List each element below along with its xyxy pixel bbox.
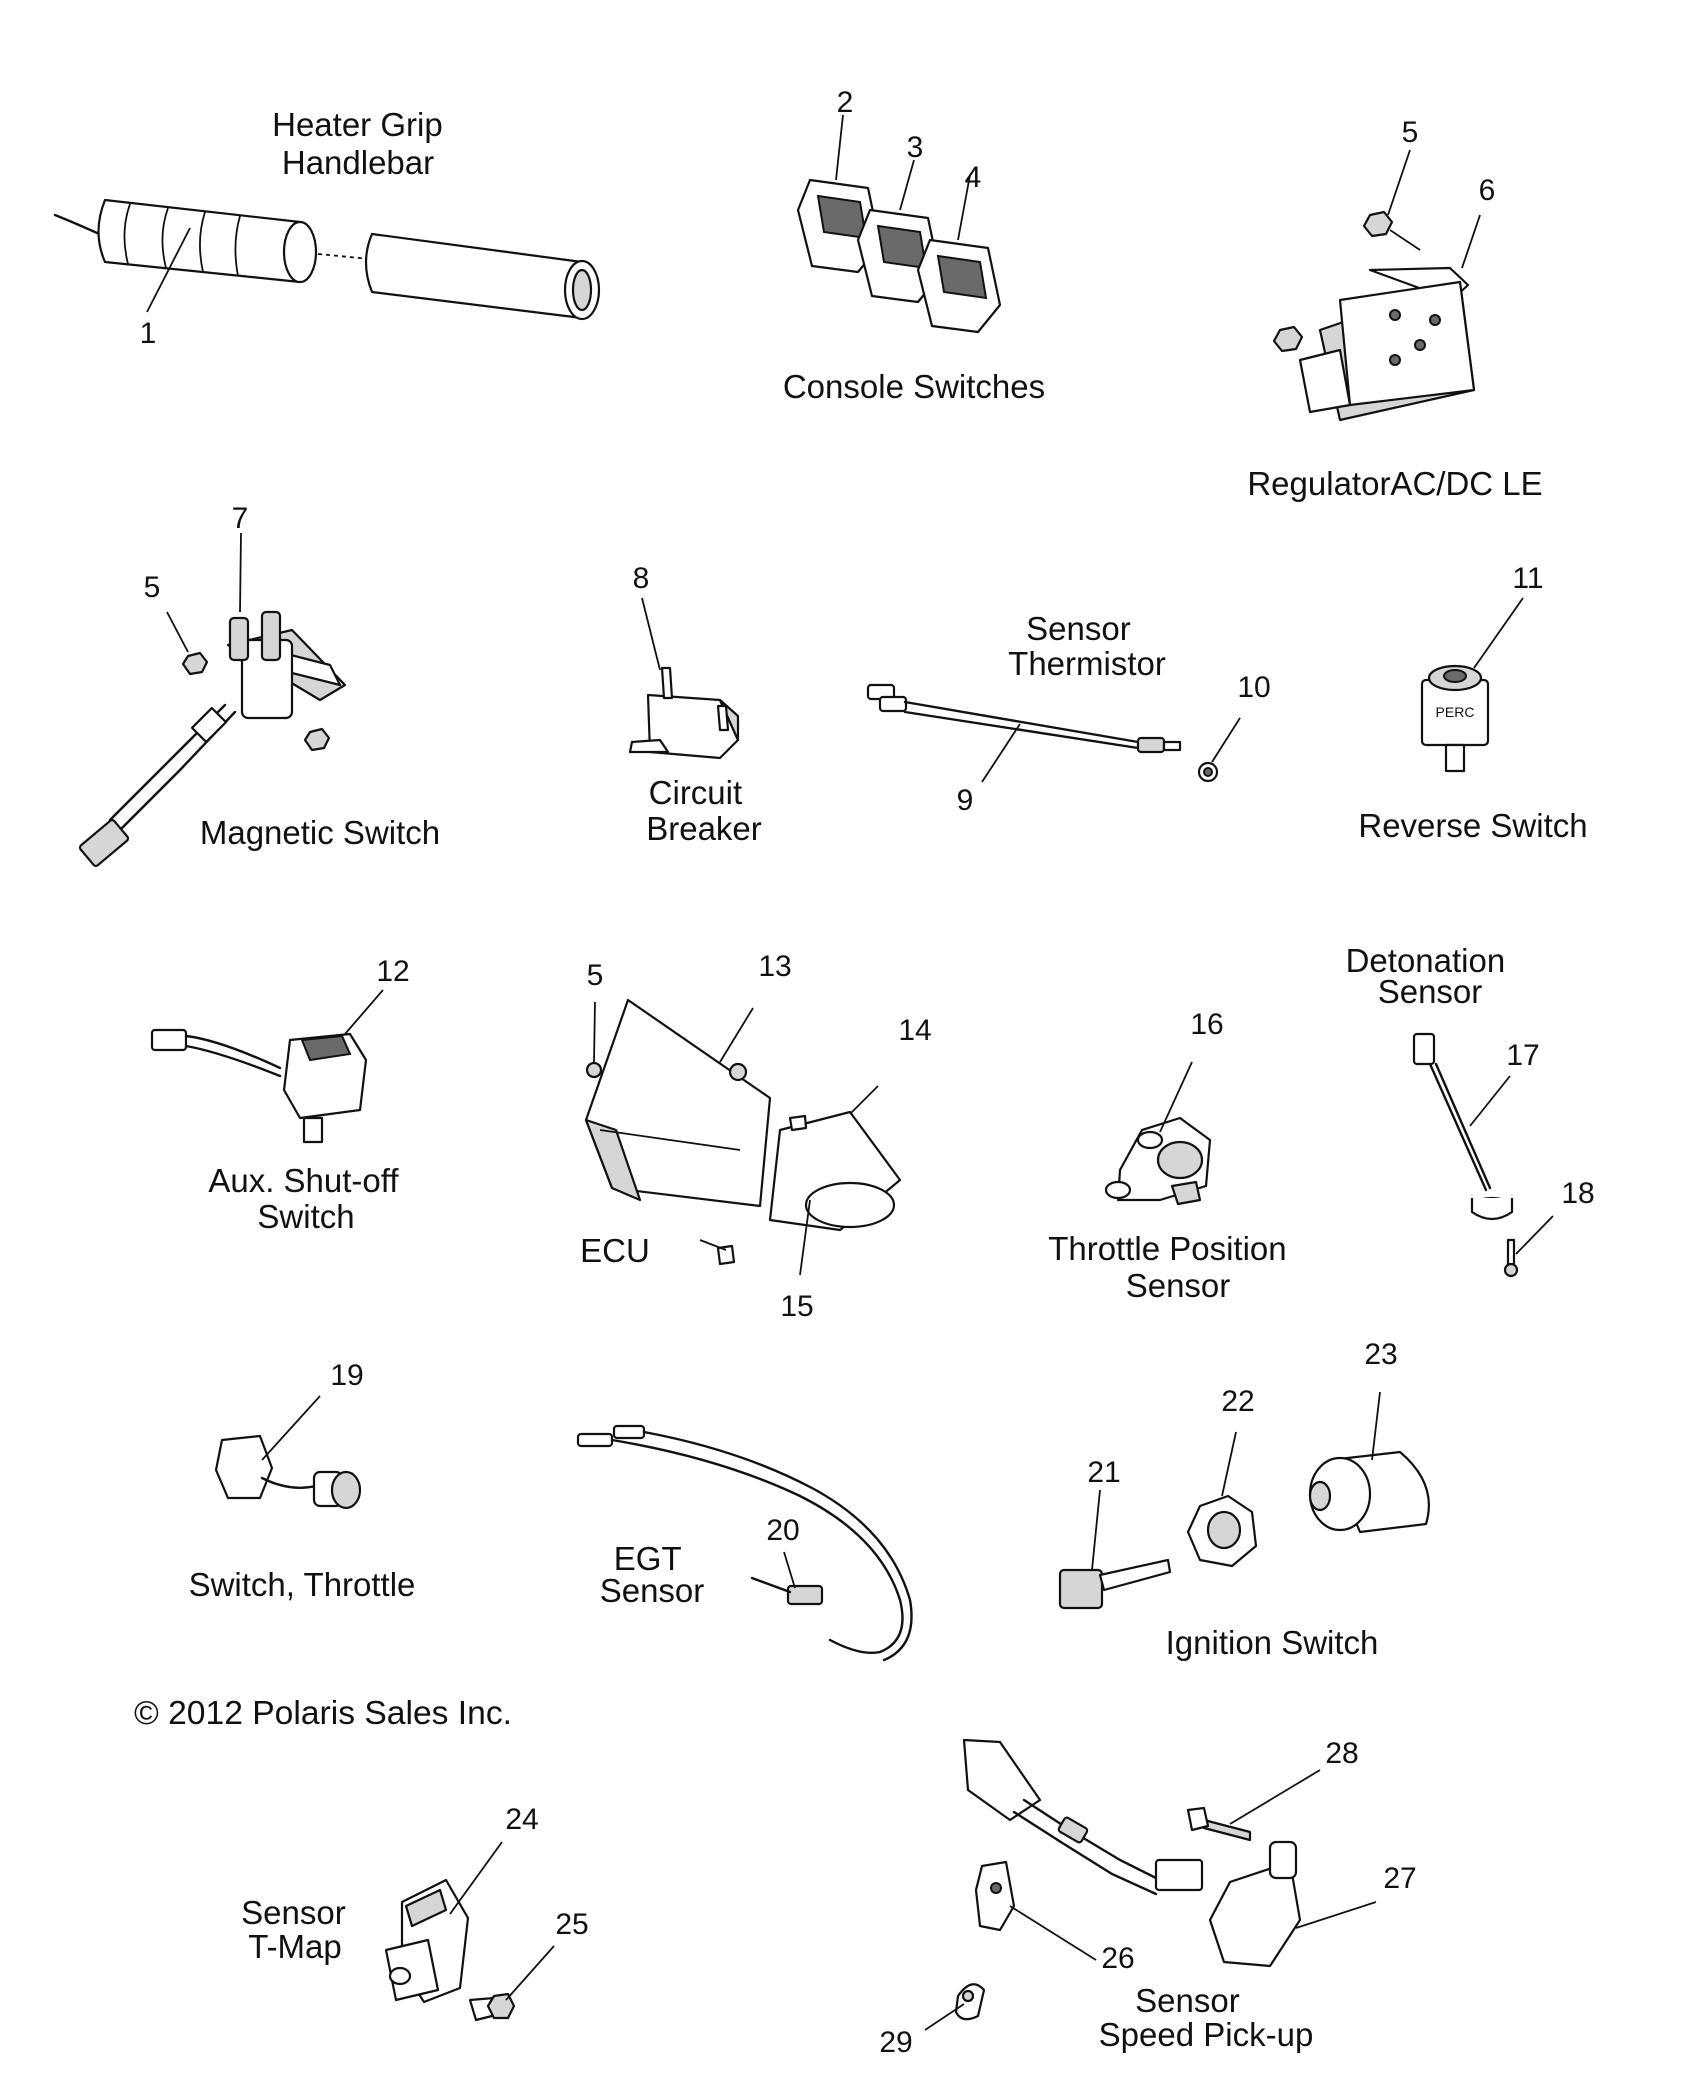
callout-18: 18 — [1561, 1177, 1594, 1210]
label-speed-pickup: Sensor Speed Pick-up — [1099, 1982, 1314, 2053]
circuit-breaker-drawing — [628, 666, 740, 760]
callout-17: 17 — [1506, 1039, 1539, 1072]
label-console-switches: Console Switches — [783, 368, 1045, 405]
thermistor-drawing — [866, 683, 1219, 783]
callout-14: 14 — [898, 1014, 931, 1047]
callout-21: 21 — [1087, 1456, 1120, 1489]
callout-13: 13 — [758, 950, 791, 983]
callout-10: 10 — [1237, 671, 1270, 704]
callout-22: 22 — [1221, 1385, 1254, 1418]
callout-7: 7 — [232, 502, 249, 535]
callout-11: 11 — [1512, 562, 1543, 595]
reverse-switch-drawing: PERC — [1420, 664, 1490, 773]
aux-shutoff-drawing — [150, 1028, 368, 1144]
ignition-switch-drawing — [1058, 1450, 1430, 1610]
reverse-switch-text: PERC — [1436, 704, 1475, 720]
label-detonation-sensor: Detonation Sensor — [1346, 942, 1515, 1010]
label-sensor-tmap: Sensor T-Map — [241, 1894, 355, 1965]
label-magnetic-switch: Magnetic Switch — [200, 814, 440, 851]
callout-4: 4 — [965, 161, 982, 194]
switch-throttle-drawing — [214, 1434, 362, 1510]
copyright-notice: © 2012 Polaris Sales Inc. — [134, 1694, 512, 1731]
callout-26: 26 — [1101, 1942, 1134, 1975]
callout-6: 6 — [1479, 174, 1496, 207]
callout-5b: 5 — [144, 571, 161, 604]
callout-numbers: 1 2 3 4 5 6 5 7 8 9 10 11 12 5 13 14 15 … — [140, 86, 1595, 2059]
tmap-sensor-drawing — [384, 1878, 516, 2022]
callout-23: 23 — [1364, 1338, 1397, 1371]
callout-29: 29 — [879, 2026, 912, 2059]
egt-sensor-drawing — [576, 1424, 913, 1662]
callout-16: 16 — [1190, 1008, 1223, 1041]
label-heater-grip: Heater Grip Handlebar — [272, 106, 452, 181]
part-labels: Heater Grip Handlebar Console Switches R… — [189, 106, 1588, 2053]
throttle-position-drawing — [1104, 1116, 1212, 1206]
label-ecu: ECU — [580, 1232, 650, 1269]
callout-5c: 5 — [587, 959, 604, 992]
callout-5a: 5 — [1402, 116, 1419, 149]
callout-9: 9 — [957, 784, 974, 817]
callout-1: 1 — [140, 317, 157, 350]
label-throttle-position: Throttle Position Sensor — [1048, 1230, 1296, 1304]
callout-20: 20 — [766, 1514, 799, 1547]
label-aux-shutoff: Aux. Shut-off Switch — [208, 1162, 407, 1235]
label-regulator: RegulatorAC/DC LE — [1247, 465, 1542, 502]
label-switch-throttle: Switch, Throttle — [189, 1566, 416, 1603]
callout-24: 24 — [505, 1803, 538, 1836]
callout-19: 19 — [330, 1359, 363, 1392]
label-sensor-thermistor: Sensor Thermistor — [1008, 610, 1166, 682]
callout-25: 25 — [555, 1908, 588, 1941]
callout-3: 3 — [907, 131, 924, 164]
callout-28: 28 — [1325, 1737, 1358, 1770]
label-egt-sensor: EGT Sensor — [600, 1540, 705, 1609]
label-ignition-switch: Ignition Switch — [1166, 1624, 1379, 1661]
callout-2: 2 — [837, 86, 854, 119]
callout-15: 15 — [780, 1290, 813, 1323]
detonation-sensor-drawing — [1412, 1032, 1519, 1278]
callout-8: 8 — [633, 562, 650, 595]
label-reverse-switch: Reverse Switch — [1358, 807, 1587, 844]
callout-12: 12 — [376, 955, 409, 988]
speed-pickup-drawing — [954, 1738, 1302, 2021]
ecu-drawing — [584, 998, 902, 1266]
regulator-drawing — [1272, 210, 1476, 422]
magnetic-switch-drawing — [78, 610, 347, 867]
callout-27: 27 — [1383, 1862, 1416, 1895]
leader-lines — [146, 114, 1554, 2031]
console-switches-drawing — [796, 178, 1002, 334]
heater-grip-drawing — [53, 198, 601, 321]
label-circuit-breaker: Circuit Breaker — [646, 774, 762, 847]
